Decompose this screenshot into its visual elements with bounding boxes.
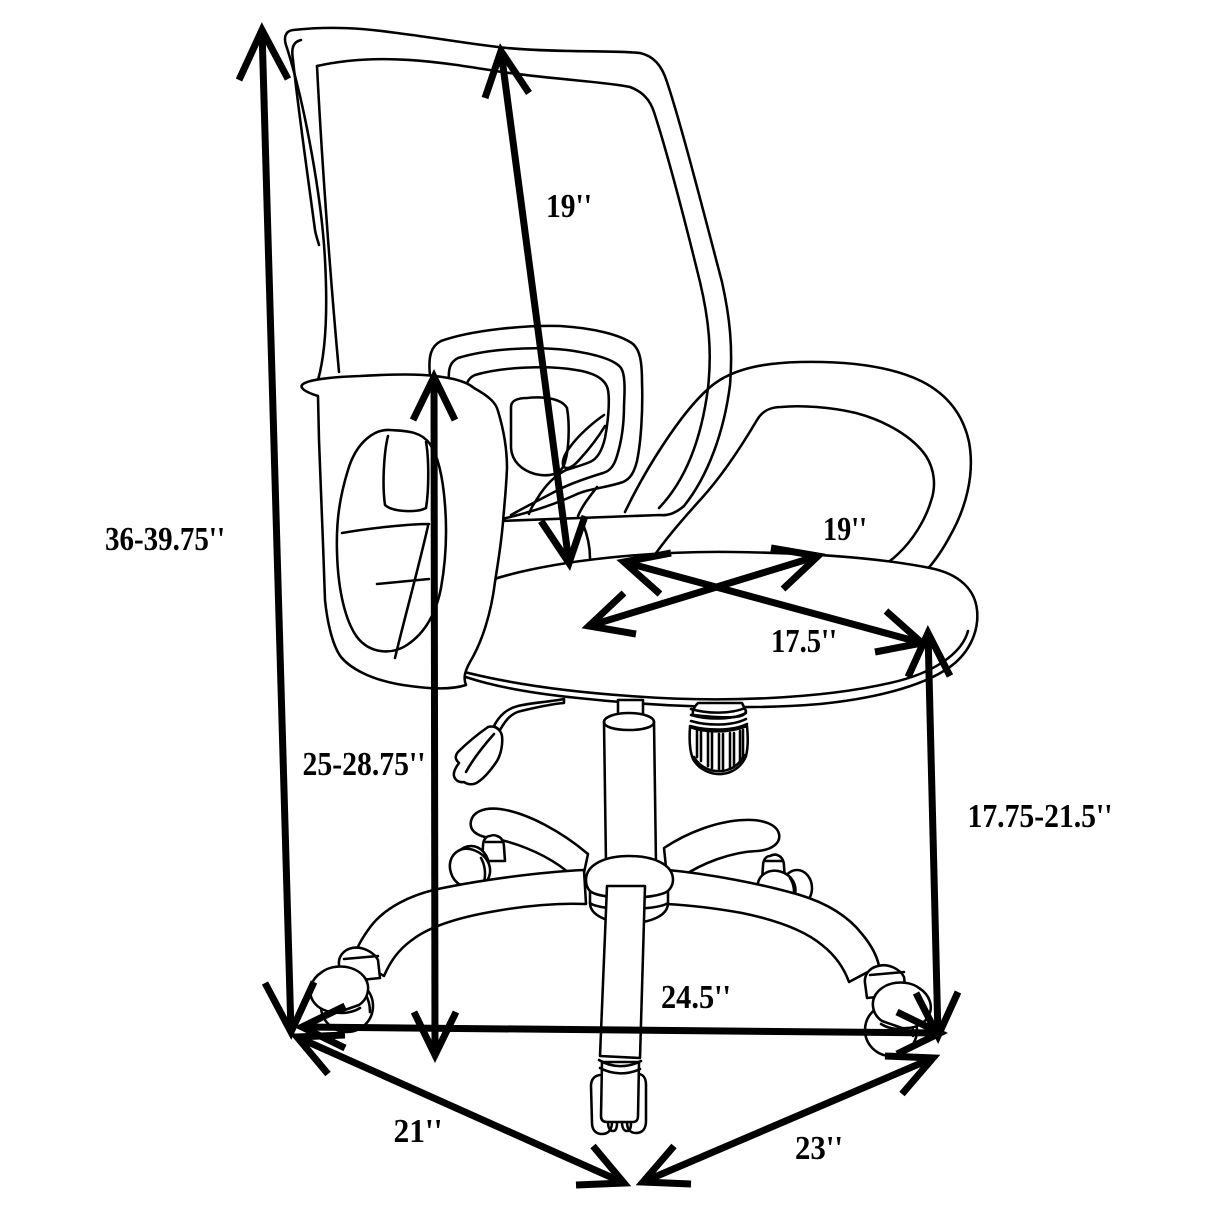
svg-text:25-28.75'': 25-28.75'' [303, 746, 426, 783]
svg-text:17.5'': 17.5'' [771, 623, 837, 660]
svg-text:17.75-21.5'': 17.75-21.5'' [968, 798, 1113, 835]
svg-text:21'': 21'' [394, 1113, 443, 1150]
svg-text:23'': 23'' [795, 1130, 843, 1167]
svg-text:19'': 19'' [546, 188, 592, 225]
svg-text:24.5'': 24.5'' [661, 979, 731, 1016]
svg-text:19'': 19'' [823, 511, 867, 548]
svg-text:36-39.75'': 36-39.75'' [105, 521, 225, 558]
